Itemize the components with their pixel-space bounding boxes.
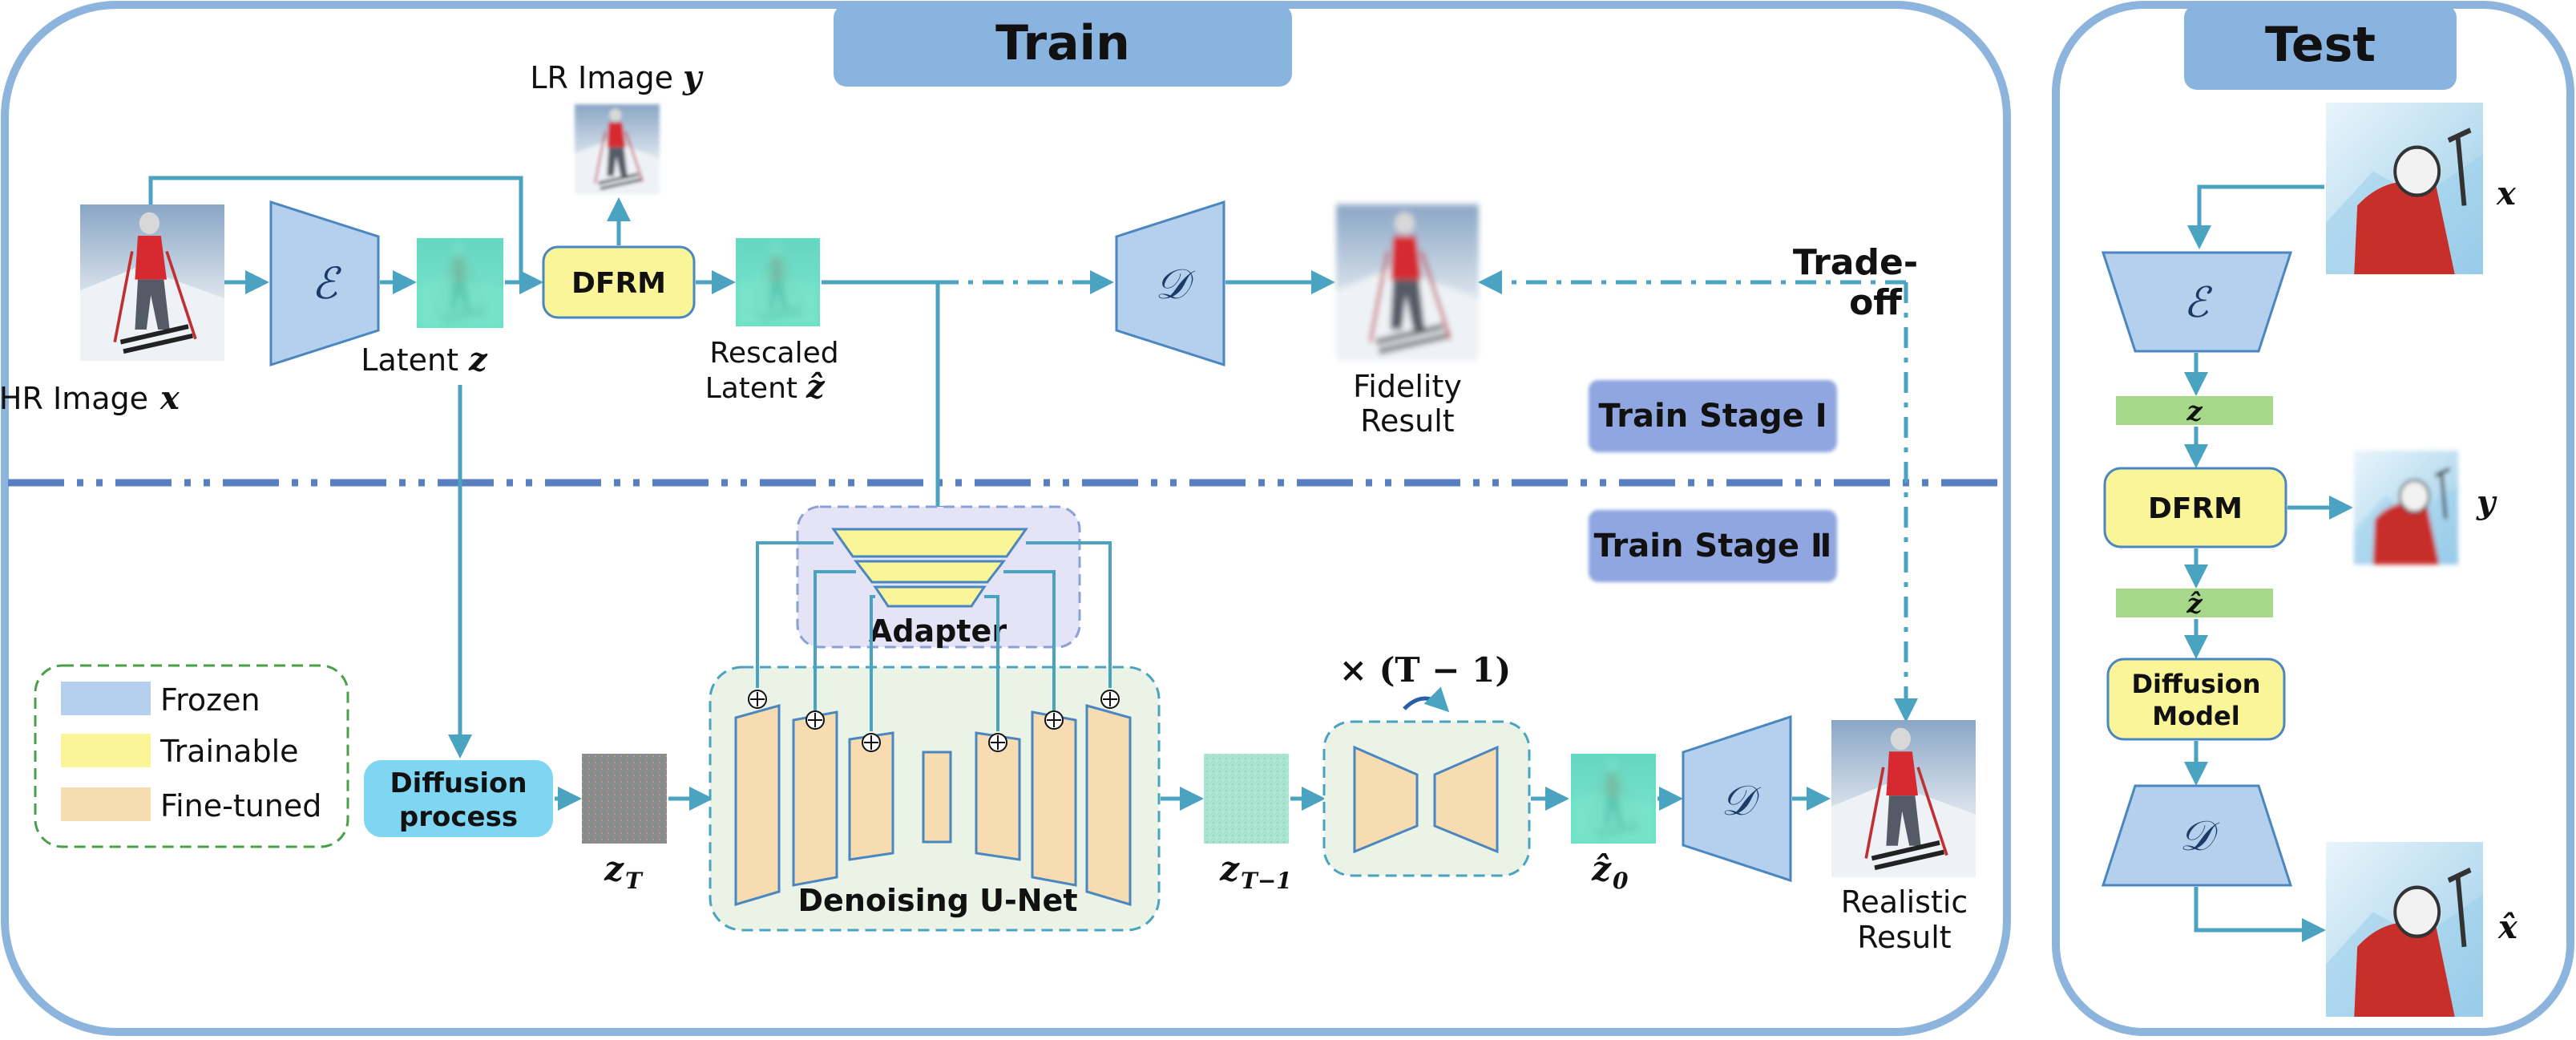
train-encoder-symbol: ℰ (312, 258, 342, 309)
test-x-to-encoder-arrow (2187, 184, 2324, 249)
latent-label: Latent (361, 342, 458, 378)
latent-var: z (468, 341, 488, 378)
lr-image (573, 103, 661, 196)
stage1-box (1589, 380, 1837, 452)
train-decoder (1115, 200, 1225, 367)
zT-noise-image (582, 754, 667, 844)
z0-sub: 0 (1613, 868, 1629, 894)
zT1-label: z (1219, 849, 1240, 888)
legend-frozen-label: Frozen (160, 682, 260, 718)
legend-trainable-label: Trainable (159, 734, 299, 769)
test-z-bar (2116, 396, 2273, 425)
adapter-connections (756, 541, 1112, 731)
repeat-label: × (T − 1) (1339, 650, 1511, 690)
test-diffusion-block (2106, 658, 2286, 741)
test-title-box (2184, 5, 2457, 90)
zT1-image (1204, 754, 1289, 844)
test-lr-image (2354, 451, 2458, 565)
test-input-image (2326, 103, 2483, 274)
lr-image-var: y (682, 59, 704, 96)
z0-label: ẑ (1591, 849, 1612, 888)
diffusion-process-line1: Diffusion (390, 767, 527, 799)
stage2-box (1589, 510, 1837, 582)
train-encoder (269, 200, 380, 367)
z0-image (1569, 752, 1657, 845)
unet-enc-block-2 (792, 710, 838, 887)
test-encoder (2101, 251, 2293, 353)
legend-trainable-swatch (61, 734, 151, 767)
test-title: Test (2265, 17, 2376, 73)
rescaled-var: ẑ (806, 368, 826, 406)
legend-finetuned-label: Fine-tuned (160, 788, 321, 824)
train-title: Train (995, 15, 1130, 71)
hr-image (80, 204, 224, 361)
zT1-sub: T−1 (1241, 868, 1292, 894)
rescaled-latent (734, 237, 822, 328)
fidelity-result-image (1336, 204, 1479, 361)
plus-nodes (748, 690, 1120, 752)
test-diffusion-line1: Diffusion (2131, 669, 2260, 699)
test-output-image (2326, 842, 2483, 1017)
test-zhat-bar (2116, 589, 2273, 617)
lr-image-label: LR Image (530, 60, 673, 95)
fidelity-label-line1: Fidelity (1353, 369, 1462, 404)
test-decoder (2101, 784, 2293, 887)
test-dfrm-block (2103, 467, 2287, 548)
adapter-layer-1 (831, 528, 1028, 558)
diffusion-process-line2: process (399, 801, 518, 833)
stage2-decoder (1682, 714, 1792, 883)
tradeoff-label-line1: Trade- (1793, 242, 1918, 283)
stage1-label: Train Stage Ⅰ (1598, 398, 1827, 435)
unet-dec-block-2 (1031, 710, 1077, 887)
adapter-layer-3 (873, 585, 987, 608)
unet-enc-block-3 (848, 731, 894, 861)
realistic-label-line1: Realistic (1841, 884, 1968, 920)
test-xhat-var: x̂ (2497, 908, 2518, 946)
test-decoder-to-output-arrow (2194, 887, 2326, 942)
zT-label: z (604, 849, 624, 888)
zT-sub: T (625, 868, 644, 894)
fidelity-label-line2: Result (1360, 403, 1454, 439)
diffusion-process-block (364, 760, 553, 837)
hr-image-var: x (159, 379, 180, 417)
train-title-box (834, 5, 1292, 87)
test-y-var: y (2476, 484, 2497, 521)
latent-z (415, 237, 505, 330)
unet-label: Denoising U-Net (798, 883, 1078, 918)
realistic-result-image (1831, 720, 1976, 877)
test-dfrm-label: DFRM (2148, 492, 2243, 525)
realistic-label-line2: Result (1857, 920, 1951, 955)
train-dfrm-label: DFRM (571, 267, 666, 300)
hr-image-label: HR Image (0, 381, 148, 416)
rescaled-label-line2: Latent (705, 372, 797, 405)
unet-mid-block (922, 751, 952, 844)
unet-dec-block-1 (1085, 704, 1132, 907)
legend-finetuned-swatch (61, 787, 151, 821)
repeat-enc-block (1353, 745, 1419, 854)
adapter-label: Adapter (869, 613, 1007, 649)
test-diffusion-line2: Model (2152, 701, 2239, 731)
adapter-layer-2 (853, 560, 1007, 584)
train-dfrm-block (542, 245, 696, 319)
test-encoder-symbol: ℰ (2183, 279, 2212, 327)
test-zhat-var: ẑ (2186, 588, 2203, 620)
rescaled-label-line1: Rescaled (709, 337, 838, 370)
test-z-var: z (2186, 395, 2203, 427)
repeat-dec-block (1433, 745, 1499, 854)
unet-enc-block-1 (734, 704, 781, 907)
stage2-label: Train Stage Ⅱ (1594, 528, 1832, 565)
legend-frozen-swatch (61, 682, 151, 715)
repeat-loop-icon (1403, 686, 1450, 713)
test-x-var: x (2496, 175, 2517, 212)
tradeoff-label-line2: off (1849, 282, 1903, 323)
